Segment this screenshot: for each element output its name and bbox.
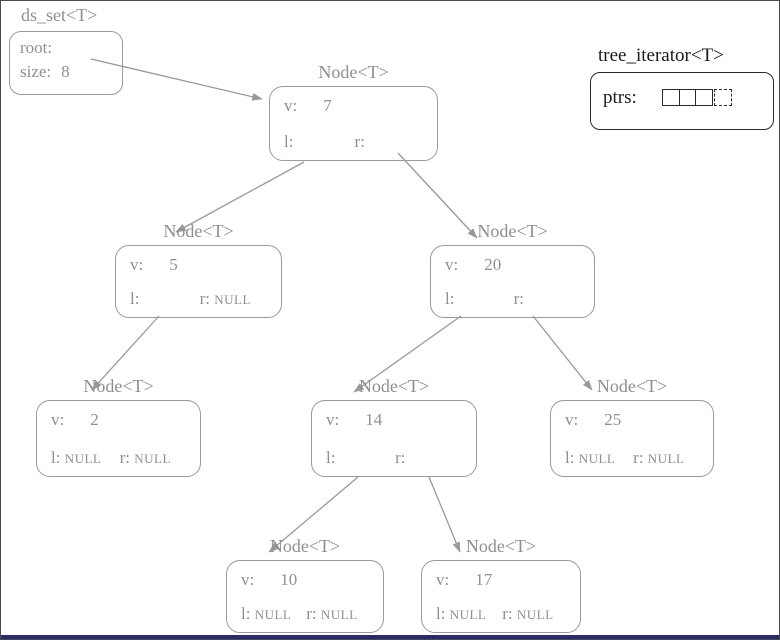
root-label: root:	[20, 38, 53, 57]
ds-set-box: root: size: 8	[9, 31, 123, 95]
size-field: size: 8	[20, 62, 70, 82]
ptr-cell-2	[678, 89, 697, 106]
l-value: NULL	[254, 607, 292, 622]
v-value: 25	[604, 410, 622, 429]
ptrs-label: ptrs:	[603, 87, 637, 108]
tree-node-7: Node<T> v: 7 l: r:	[269, 62, 438, 161]
node-box: v: 17 l: NULL r: NULL	[421, 560, 581, 633]
v-value: 17	[475, 570, 493, 589]
l-label: l:	[436, 604, 446, 623]
node-box: v: 2 l: NULL r: NULL	[36, 400, 201, 477]
ptrs-cells	[662, 89, 732, 111]
l-label: l:	[445, 289, 455, 308]
r-value: NULL	[134, 451, 171, 466]
r-label: r:	[395, 448, 406, 467]
l-label: l:	[130, 289, 140, 308]
ds-set-title: ds_set<T>	[21, 5, 98, 25]
tree-node-2: Node<T> v: 2 l: NULL r: NULL	[36, 376, 201, 477]
tree-node-5: Node<T> v: 5 l: r: NULL	[115, 221, 282, 318]
tree-node-20: Node<T> v: 20 l: r:	[430, 221, 595, 318]
l-value: NULL	[578, 451, 616, 466]
ptr-cell-3	[695, 89, 713, 106]
node-box: v: 5 l: r: NULL	[115, 245, 282, 318]
node-box: v: 7 l: r:	[269, 86, 438, 161]
r-label: r:	[306, 604, 317, 623]
v-value: 20	[484, 255, 502, 274]
node-box: v: 14 l: r:	[311, 400, 477, 477]
tree-node-17: Node<T> v: 17 l: NULL r: NULL	[421, 536, 581, 633]
window-bottom-edge	[1, 635, 779, 639]
size-label: size:	[20, 62, 52, 81]
node-type-label: Node<T>	[163, 221, 234, 241]
r-value: NULL	[516, 607, 554, 622]
root-field: root:	[20, 38, 52, 58]
v-label: v:	[445, 255, 459, 274]
ptr-cell-4-dashed	[713, 89, 732, 106]
v-label: v:	[436, 570, 450, 589]
r-label: r:	[354, 132, 365, 151]
v-label: v:	[130, 255, 144, 274]
tree-node-25: Node<T> v: 25 l: NULL r: NULL	[550, 376, 714, 477]
node-type-label: Node<T>	[358, 376, 430, 396]
node-type-label: Node<T>	[318, 62, 389, 82]
size-value: 8	[61, 62, 70, 81]
tree-node-14: Node<T> v: 14 l: r:	[311, 376, 477, 477]
v-label: v:	[241, 570, 255, 589]
tree-iterator-box: ptrs:	[590, 72, 774, 130]
v-label: v:	[565, 410, 579, 429]
ptr-cell-1	[662, 89, 680, 106]
v-value: 7	[323, 96, 332, 115]
node-type-label: Node<T>	[465, 536, 537, 556]
l-value: NULL	[64, 451, 102, 466]
v-value: 14	[365, 410, 383, 429]
node-type-label: Node<T>	[83, 376, 154, 396]
node-type-label: Node<T>	[596, 376, 668, 396]
l-label: l:	[51, 448, 61, 467]
node-type-label: Node<T>	[269, 536, 341, 556]
v-label: v:	[284, 96, 298, 115]
node-box: v: 25 l: NULL r: NULL	[550, 400, 714, 477]
node-box: v: 10 l: NULL r: NULL	[226, 560, 384, 633]
l-value: NULL	[449, 607, 487, 622]
l-label: l:	[326, 448, 336, 467]
l-label: l:	[241, 604, 251, 623]
v-label: v:	[326, 410, 340, 429]
node-type-label: Node<T>	[477, 221, 548, 241]
r-label: r:	[513, 289, 525, 308]
r-value: NULL	[647, 451, 685, 466]
r-label: r:	[119, 448, 131, 467]
tree-node-10: Node<T> v: 10 l: NULL r: NULL	[226, 536, 384, 633]
v-label: v:	[51, 410, 65, 429]
v-value: 5	[169, 255, 178, 274]
r-value: NULL	[320, 607, 358, 622]
r-label: r:	[502, 604, 513, 623]
tree-iterator-title: tree_iterator<T>	[598, 45, 724, 66]
l-label: l:	[565, 448, 575, 467]
r-value: NULL	[214, 292, 251, 307]
l-label: l:	[284, 132, 294, 151]
r-label: r:	[199, 289, 210, 308]
v-value: 2	[90, 410, 99, 429]
r-label: r:	[633, 448, 644, 467]
v-value: 10	[280, 570, 298, 589]
node-box: v: 20 l: r:	[430, 245, 595, 318]
